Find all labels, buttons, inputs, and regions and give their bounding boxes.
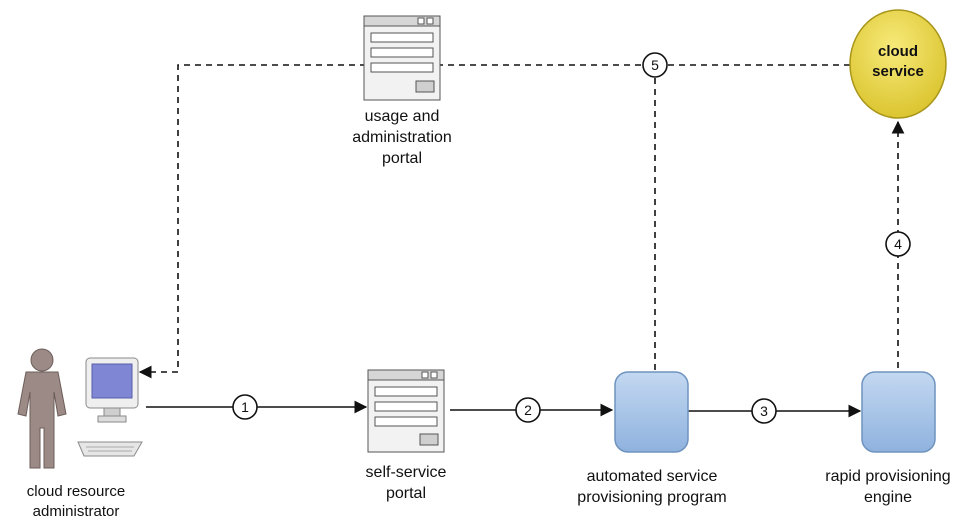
- step-marker-3: 3: [751, 398, 777, 424]
- step-label-2: 2: [524, 402, 532, 418]
- cloud-service-ellipse: [849, 9, 947, 119]
- step-label-4: 4: [894, 236, 902, 252]
- person-icon: [17, 348, 67, 469]
- step-label-1: 1: [241, 399, 249, 415]
- step-marker-1: 1: [232, 394, 258, 420]
- usage-portal-form-icon: [363, 15, 441, 101]
- provisioning-program-box: [614, 371, 689, 453]
- provisioning-engine-label: rapid provisioning engine: [825, 468, 951, 506]
- connectors: [138, 64, 905, 418]
- step-marker-5: 5: [642, 52, 668, 78]
- step-label-3: 3: [760, 403, 768, 419]
- self-service-portal-label: self-service portal: [365, 464, 447, 502]
- cloud-service-label: cloud service: [872, 43, 924, 80]
- usage-portal-label: usage and administration portal: [352, 108, 452, 167]
- provisioning-engine-box: [861, 371, 936, 453]
- provisioning-program-label: automated service provisioning program: [577, 468, 727, 506]
- step-marker-4: 4: [885, 231, 911, 257]
- step-marker-2: 2: [515, 397, 541, 423]
- connector-5-horizontal: [138, 64, 850, 379]
- step-label-5: 5: [651, 57, 659, 73]
- self-service-portal-form-icon: [367, 369, 445, 453]
- computer-icon: [77, 357, 143, 457]
- administrator-label: cloud resource administrator: [26, 483, 126, 520]
